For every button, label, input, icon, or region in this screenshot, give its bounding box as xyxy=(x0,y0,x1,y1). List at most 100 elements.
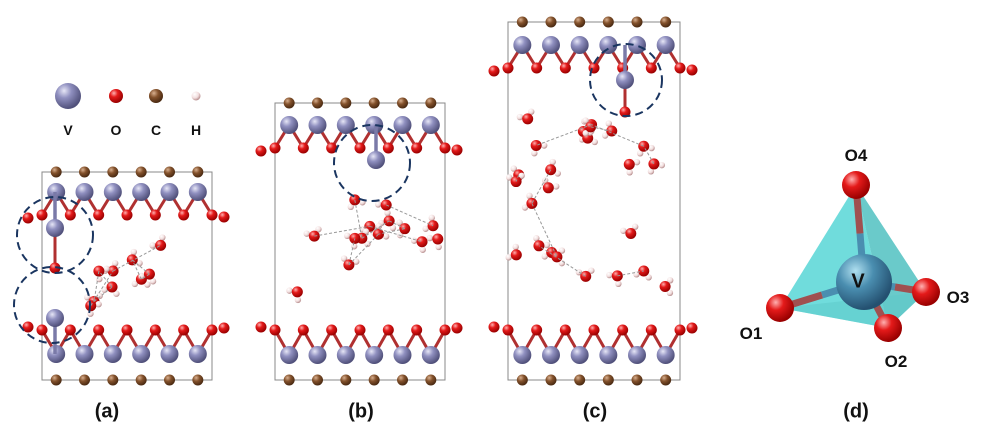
atom-o xyxy=(432,233,444,245)
atom-h xyxy=(362,228,370,235)
atom-v xyxy=(570,346,589,364)
hydrogen-bond xyxy=(591,124,644,147)
hydrogen-bond xyxy=(90,270,114,307)
atom-o xyxy=(531,62,543,74)
hydrogen-bond xyxy=(93,286,113,302)
atom-v xyxy=(308,346,327,364)
atom-h xyxy=(615,280,622,288)
atom-o xyxy=(623,158,635,170)
atom-o xyxy=(674,324,686,336)
atom-c xyxy=(602,16,614,28)
panel-label-c: (c) xyxy=(582,400,608,423)
atom-o xyxy=(502,324,514,336)
atom-v xyxy=(75,345,94,363)
atom-o xyxy=(149,324,161,336)
atom-h xyxy=(340,255,348,262)
atom-h xyxy=(344,232,351,240)
atom-h xyxy=(191,91,201,101)
atom-h xyxy=(364,240,371,248)
atom-c xyxy=(368,97,380,109)
atom-h xyxy=(620,227,627,234)
panel-label-a: (a) xyxy=(94,400,120,423)
atom-v xyxy=(188,345,207,363)
atom-o4 xyxy=(842,171,870,199)
atom-c xyxy=(545,374,557,386)
atom-v xyxy=(393,116,412,134)
hydrogen-bond xyxy=(141,273,150,280)
atom-o xyxy=(121,324,133,336)
atom-c xyxy=(283,374,295,386)
atom-v xyxy=(393,346,412,364)
atom-h xyxy=(96,292,103,300)
atom-o xyxy=(416,236,428,248)
highlight-circle xyxy=(13,266,91,344)
atom-c xyxy=(340,374,352,386)
hydrogen-bond xyxy=(112,244,161,272)
atom-h xyxy=(389,224,397,232)
atom-h xyxy=(582,129,589,137)
atom-h xyxy=(350,243,358,250)
atom-c xyxy=(312,97,323,109)
hydrogen-bond xyxy=(385,204,434,227)
atom-o xyxy=(645,324,657,336)
legend-label-c: C xyxy=(150,122,162,138)
hydrogen-bond xyxy=(93,271,100,302)
atom-h xyxy=(633,158,641,166)
atom-v xyxy=(188,183,207,201)
atom-v xyxy=(656,36,675,54)
atom-c xyxy=(192,166,204,178)
atom-c xyxy=(149,89,163,103)
atom-o xyxy=(269,324,281,336)
legend-label-o: O xyxy=(110,122,122,138)
atom-h xyxy=(113,290,120,297)
atom-h xyxy=(419,246,426,253)
atom-h xyxy=(87,310,94,317)
atom-v xyxy=(542,346,560,364)
atom-h xyxy=(591,138,598,146)
atom-h xyxy=(631,223,639,230)
atom-o xyxy=(354,324,366,336)
atom-c xyxy=(397,97,408,109)
atom-label-o3: O3 xyxy=(946,288,970,307)
atom-c xyxy=(631,374,643,386)
atom-o xyxy=(206,324,218,336)
atom-h xyxy=(666,289,674,297)
atom-v xyxy=(628,346,646,364)
hydrogen-bond xyxy=(354,199,363,239)
atom-o xyxy=(269,142,281,154)
highlight-circle xyxy=(589,43,663,117)
legend-label-v: V xyxy=(63,122,73,138)
atom-h xyxy=(648,144,655,152)
atom-o xyxy=(291,286,303,298)
highlight-circle xyxy=(333,124,411,202)
highlight-circle xyxy=(16,196,94,274)
atom-o xyxy=(206,209,218,221)
atom-h xyxy=(512,243,519,251)
atom-h xyxy=(103,265,110,273)
atom-h xyxy=(554,170,561,177)
atom-c xyxy=(631,16,643,28)
atom-v xyxy=(616,71,634,89)
legend-label-h: H xyxy=(190,122,202,138)
atom-h xyxy=(526,192,533,200)
atom-h xyxy=(410,237,418,244)
panel-label-d: (d) xyxy=(843,400,869,423)
hydrogen-bond xyxy=(531,169,552,204)
atom-o xyxy=(659,280,671,292)
atom-v xyxy=(599,36,618,54)
atom-o1 xyxy=(766,294,794,322)
atom-v xyxy=(46,219,64,237)
atom-c xyxy=(574,16,586,28)
atom-c xyxy=(50,374,62,386)
atom-h xyxy=(428,214,435,222)
atom-h xyxy=(645,274,652,281)
atom-c xyxy=(574,374,586,386)
atom-h xyxy=(626,169,633,176)
atom-v xyxy=(628,36,646,54)
atom-h xyxy=(516,113,524,121)
atom-c xyxy=(192,374,204,386)
atom-o xyxy=(382,324,394,336)
hydrogen-bond xyxy=(643,145,655,165)
atom-o xyxy=(326,324,338,336)
hydrogen-bond xyxy=(378,228,405,235)
